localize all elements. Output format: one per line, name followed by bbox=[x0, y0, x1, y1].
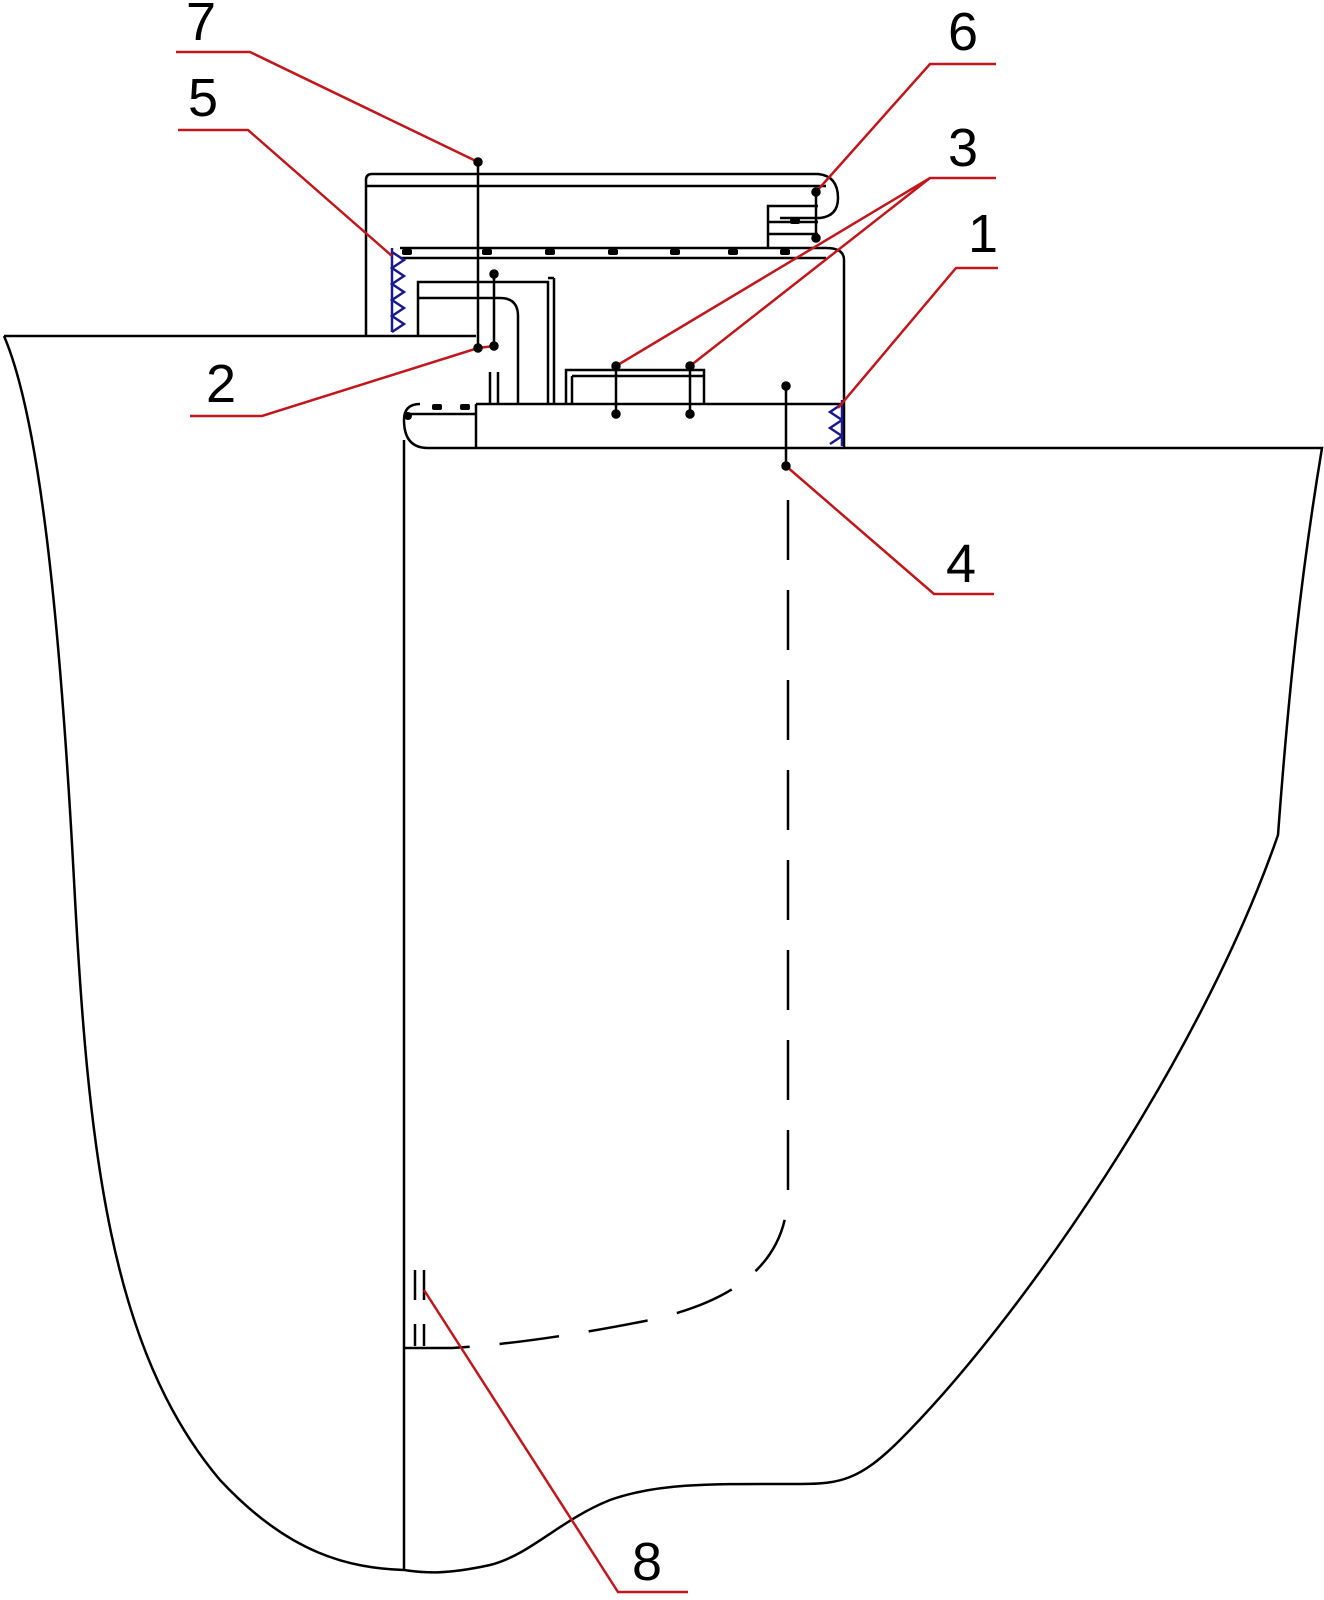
garment-body bbox=[2, 334, 1324, 1574]
callout-8: 8 bbox=[632, 1532, 662, 1592]
leader-7 bbox=[176, 50, 479, 164]
leader-5 bbox=[178, 128, 393, 257]
callout-labels: 7 5 6 3 1 2 4 8 bbox=[186, 0, 998, 1592]
zigzag-stitch-right bbox=[827, 400, 845, 446]
leader-1 bbox=[837, 266, 998, 409]
callout-6: 6 bbox=[948, 2, 978, 62]
zigzag-stitch-left bbox=[389, 248, 407, 334]
left-panel-outline bbox=[2, 334, 476, 1572]
leader-8 bbox=[422, 1289, 688, 1594]
leader-6 bbox=[815, 62, 996, 193]
lower-band bbox=[402, 402, 844, 450]
collar-structure bbox=[364, 172, 846, 450]
callout-3: 3 bbox=[948, 118, 978, 178]
right-panel-outline bbox=[403, 446, 1324, 1574]
callout-2: 2 bbox=[206, 354, 236, 414]
collar-stitch-dots bbox=[402, 218, 800, 420]
callout-1: 1 bbox=[968, 204, 998, 264]
callout-7: 7 bbox=[186, 0, 216, 52]
dashed-facing-line bbox=[451, 500, 790, 1350]
leader-2 bbox=[190, 344, 495, 418]
callout-5: 5 bbox=[188, 68, 218, 128]
leader-4 bbox=[785, 465, 994, 596]
tack-marks-bottom bbox=[413, 1270, 426, 1346]
leader-lines bbox=[176, 50, 998, 1594]
callout-4: 4 bbox=[946, 534, 976, 594]
pointer-lines bbox=[473, 157, 821, 471]
leader-3b bbox=[689, 177, 931, 367]
outer-top-band bbox=[364, 172, 840, 336]
